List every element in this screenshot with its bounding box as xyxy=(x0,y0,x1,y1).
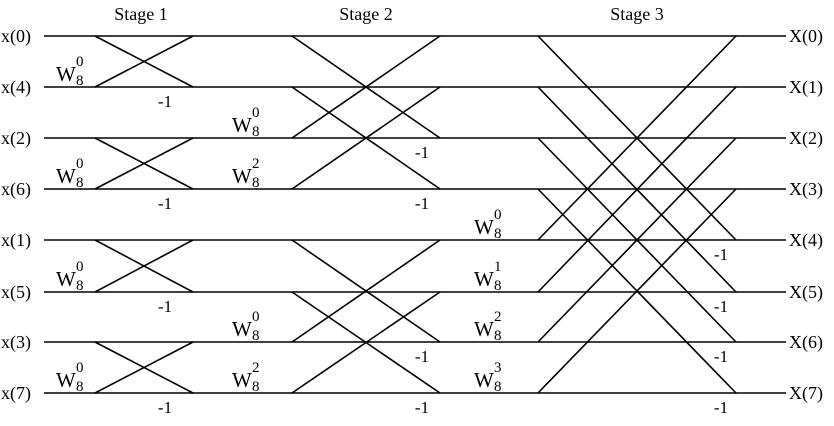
input-label-3: x(6) xyxy=(1,179,31,200)
twiddle-exponent: 0 xyxy=(76,259,84,275)
negation-label: -1 xyxy=(158,194,172,213)
twiddle-subscript: 8 xyxy=(252,175,260,191)
output-label-4: X(4) xyxy=(789,230,823,251)
twiddle-exponent: 0 xyxy=(76,54,84,70)
negation-label: -1 xyxy=(415,347,429,366)
input-label-5: x(5) xyxy=(1,282,31,303)
twiddle-base: W xyxy=(56,164,76,188)
stage-title-3: Stage 3 xyxy=(610,4,664,24)
input-label-7: x(7) xyxy=(1,383,31,404)
twiddle-exponent: 0 xyxy=(494,207,502,223)
twiddle-base: W xyxy=(56,62,76,86)
twiddle-base: W xyxy=(232,164,252,188)
twiddle-exponent: 0 xyxy=(76,360,84,376)
twiddle-exponent: 2 xyxy=(494,309,502,325)
twiddle-subscript: 8 xyxy=(76,175,84,191)
input-label-2: x(2) xyxy=(1,128,31,149)
output-label-1: X(1) xyxy=(789,77,823,98)
twiddle-base: W xyxy=(232,317,252,341)
twiddle-base: W xyxy=(56,368,76,392)
twiddle-subscript: 8 xyxy=(494,226,502,242)
butterfly-line-s2-2-to-0 xyxy=(291,35,441,139)
butterfly-line-s3-6-to-2 xyxy=(537,137,737,343)
negation-label: -1 xyxy=(415,194,429,213)
twiddle-exponent: 2 xyxy=(252,360,260,376)
twiddle-subscript: 8 xyxy=(76,278,84,294)
negation-label: -1 xyxy=(714,398,728,417)
stage-title-1: Stage 1 xyxy=(114,4,168,24)
negation-label: -1 xyxy=(415,398,429,417)
twiddle-exponent: 3 xyxy=(494,360,502,376)
twiddle-subscript: 8 xyxy=(252,124,260,140)
output-label-0: X(0) xyxy=(789,26,823,47)
twiddle-subscript: 8 xyxy=(76,379,84,395)
butterfly-line-s1-3-to-2 xyxy=(94,137,194,190)
twiddle-exponent: 0 xyxy=(252,309,260,325)
butterfly-line-s2-6-to-4 xyxy=(291,239,441,343)
butterfly-line-s2-7-to-5 xyxy=(291,291,441,394)
butterfly-line-s1-5-to-4 xyxy=(94,239,194,293)
stage-title-2: Stage 2 xyxy=(339,4,393,24)
twiddle-base: W xyxy=(56,267,76,291)
input-label-1: x(4) xyxy=(1,77,31,98)
twiddle-base: W xyxy=(474,215,494,239)
negation-label: -1 xyxy=(158,398,172,417)
negation-label: -1 xyxy=(415,143,429,162)
twiddle-exponent: 0 xyxy=(252,105,260,121)
negation-label: -1 xyxy=(158,297,172,316)
input-label-0: x(0) xyxy=(1,26,31,47)
twiddle-subscript: 8 xyxy=(76,73,84,89)
butterfly-line-s3-4-to-0 xyxy=(537,35,737,241)
negation-label: -1 xyxy=(714,347,728,366)
butterfly-line-s3-5-to-1 xyxy=(537,86,737,293)
butterfly-line-s1-1-to-0 xyxy=(94,35,194,88)
output-label-6: X(6) xyxy=(789,332,823,353)
twiddle-exponent: 0 xyxy=(76,156,84,172)
output-label-7: X(7) xyxy=(789,383,823,404)
butterfly-line-s1-7-to-6 xyxy=(94,341,194,394)
butterfly-line-s3-7-to-3 xyxy=(537,188,737,394)
twiddle-base: W xyxy=(232,113,252,137)
twiddle-exponent: 2 xyxy=(252,156,260,172)
twiddle-subscript: 8 xyxy=(252,379,260,395)
twiddle-exponent: 1 xyxy=(494,259,502,275)
output-label-2: X(2) xyxy=(789,128,823,149)
negation-label: -1 xyxy=(714,297,728,316)
negation-label: -1 xyxy=(158,92,172,111)
input-label-6: x(3) xyxy=(1,332,31,353)
twiddle-base: W xyxy=(232,368,252,392)
twiddle-subscript: 8 xyxy=(494,328,502,344)
twiddle-base: W xyxy=(474,368,494,392)
output-label-5: X(5) xyxy=(789,282,823,303)
twiddle-subscript: 8 xyxy=(494,278,502,294)
input-label-4: x(1) xyxy=(1,230,31,251)
butterfly-line-s2-3-to-1 xyxy=(291,86,441,190)
twiddle-base: W xyxy=(474,317,494,341)
output-label-3: X(3) xyxy=(789,179,823,200)
negation-label: -1 xyxy=(714,245,728,264)
twiddle-subscript: 8 xyxy=(494,379,502,395)
twiddle-base: W xyxy=(474,267,494,291)
twiddle-subscript: 8 xyxy=(252,328,260,344)
